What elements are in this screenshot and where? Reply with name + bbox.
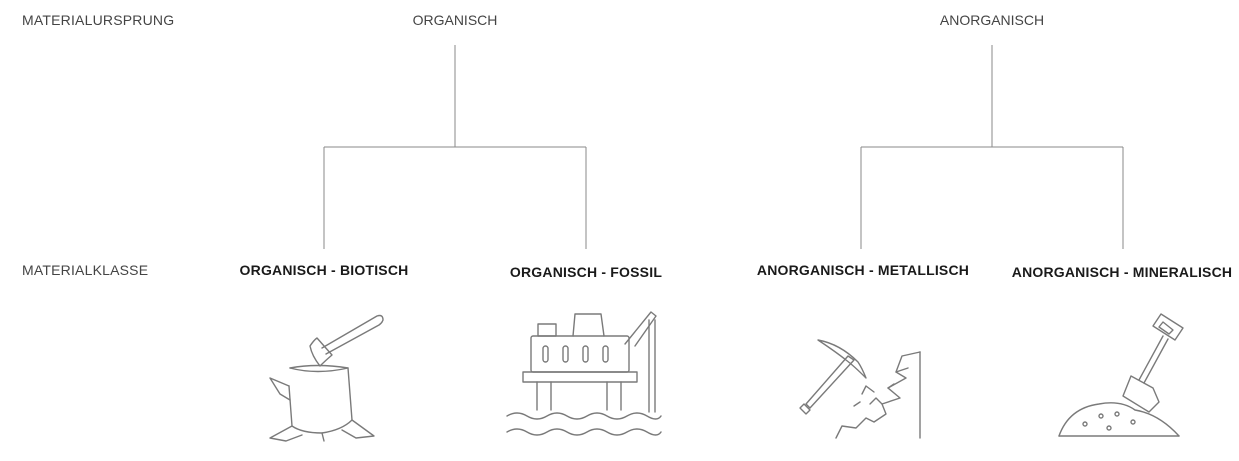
- origin-organisch: ORGANISCH: [412, 12, 498, 28]
- row-label-class: MATERIALKLASSE: [22, 262, 149, 278]
- pickaxe-rock-icon: [796, 334, 926, 444]
- row-label-origin: MATERIALURSPRUNG: [22, 12, 175, 28]
- class-anorganisch-mineralisch: ANORGANISCH - MINERALISCH: [1011, 264, 1233, 280]
- shovel-sand-icon: [1055, 310, 1185, 440]
- origin-anorganisch: ANORGANISCH: [939, 12, 1045, 28]
- class-organisch-biotisch: ORGANISCH - BIOTISCH: [239, 262, 409, 278]
- tree-stump-axe-icon: [262, 308, 392, 443]
- class-anorganisch-metallisch: ANORGANISCH - METALLISCH: [756, 262, 970, 278]
- oil-platform-icon: [503, 306, 665, 446]
- class-organisch-fossil: ORGANISCH - FOSSIL: [509, 264, 663, 280]
